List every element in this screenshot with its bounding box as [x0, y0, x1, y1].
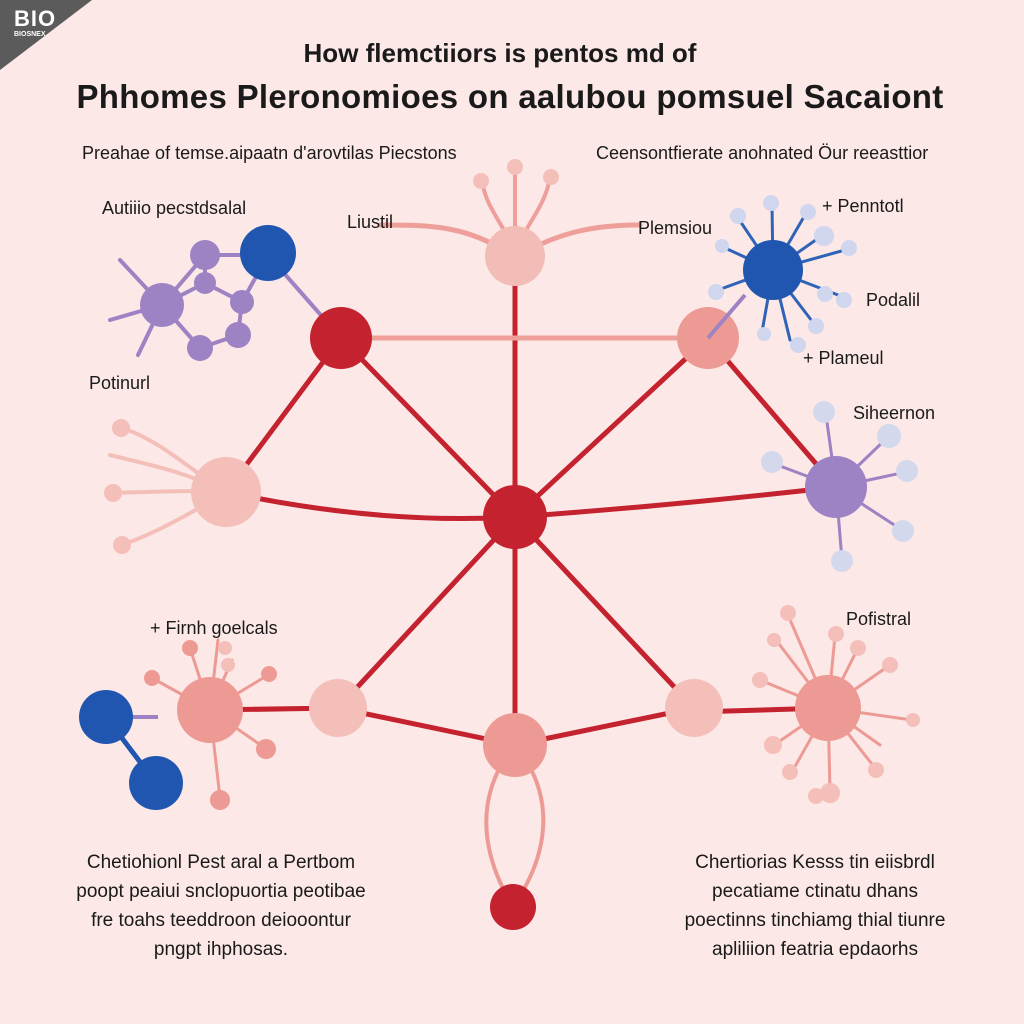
label-plameul: + Plameul	[803, 348, 884, 368]
node-upperleft-red	[310, 307, 372, 369]
edge-left-center	[223, 489, 518, 522]
lowerleft-star-tip	[182, 640, 198, 656]
node-center-red	[483, 485, 547, 549]
blue-node-upperleft	[240, 225, 296, 281]
caption-left: Chetiohionl Pest aral a Pertbom poopt pe…	[76, 852, 366, 960]
link-star-upperright	[706, 293, 747, 340]
left-hub-tip	[112, 419, 130, 437]
section-heading-left: Preahae of temse.aipaatn d'arovtilas Pie…	[82, 143, 457, 163]
page-title: Phhomes Pleronomioes on aalubou pomsuel …	[76, 78, 944, 115]
lowerleft-star-tip	[221, 658, 235, 672]
page-subtitle: How flemctiiors is pentos md of	[303, 38, 697, 68]
blue-star-tips	[708, 195, 857, 353]
left-hub-tip	[113, 536, 131, 554]
node-bottom-salmon	[483, 713, 547, 777]
logo-subtext: BIOSNEX	[14, 31, 46, 38]
lowerleft-star-node	[177, 677, 243, 743]
purple-star-tips	[761, 401, 918, 572]
lowerleft-star-tip	[261, 666, 277, 682]
purple-node	[225, 322, 251, 348]
purple-node	[194, 272, 216, 294]
caption-right: Chertiorias Kesss tin eiisbrdl pecatiame…	[684, 852, 946, 960]
logo-text: BIO	[14, 6, 57, 31]
purple-node-large	[140, 283, 184, 327]
node-lowerright-pink	[665, 679, 723, 737]
central-network	[207, 255, 839, 907]
label-penntotl: + Penntotl	[822, 196, 904, 216]
edge-center-right	[512, 484, 839, 520]
purple-node	[187, 335, 213, 361]
edge-upperright-right	[705, 335, 839, 490]
label-autiio: Autiiio pecstdsalal	[102, 198, 247, 218]
blue-star-node	[743, 240, 803, 300]
section-heading-right: Ceensontfierate anohnated Öur reeasttior	[596, 143, 929, 163]
edge-center-lowerleft	[335, 514, 518, 711]
top-hub-tip-2	[507, 159, 523, 175]
label-liustil: Liustil	[347, 212, 394, 232]
purple-star-node	[805, 456, 867, 518]
lowerleft-star-tip	[210, 790, 230, 810]
label-siheernon: Siheernon	[853, 403, 936, 423]
purple-node	[230, 290, 254, 314]
left-hub-node	[191, 457, 261, 527]
node-lowerleft-pink	[309, 679, 367, 737]
blue-node-lowerleft-a	[79, 690, 133, 744]
label-podalil: Podalil	[866, 290, 921, 310]
top-hub-tip-1	[473, 173, 489, 189]
logo-badge-icon	[0, 0, 92, 70]
label-firnh: + Firnh goelcals	[150, 618, 278, 638]
edge-center-lowerright	[512, 514, 697, 711]
blue-node-lowerleft-b	[129, 756, 183, 810]
top-hub-node	[485, 226, 545, 286]
lowerright-star-node	[795, 675, 861, 741]
left-hub-tip	[104, 484, 122, 502]
label-pofistral: Pofistral	[846, 609, 912, 629]
lowerright-star-tips	[752, 605, 920, 804]
corner-logo: BIO BIOSNEX	[0, 0, 92, 70]
edge-center-upperleft	[338, 335, 518, 520]
label-potinurl: Potinurl	[89, 373, 151, 393]
label-plemsiou: Plemsiou	[638, 218, 713, 238]
lowerleft-star-tip	[256, 739, 276, 759]
lowerleft-star-tip	[218, 641, 232, 655]
edge-center-upperright	[512, 335, 711, 520]
top-hub-tip-3	[543, 169, 559, 185]
purple-node	[190, 240, 220, 270]
node-bottom-red	[490, 884, 536, 930]
lowerleft-star-tip	[144, 670, 160, 686]
